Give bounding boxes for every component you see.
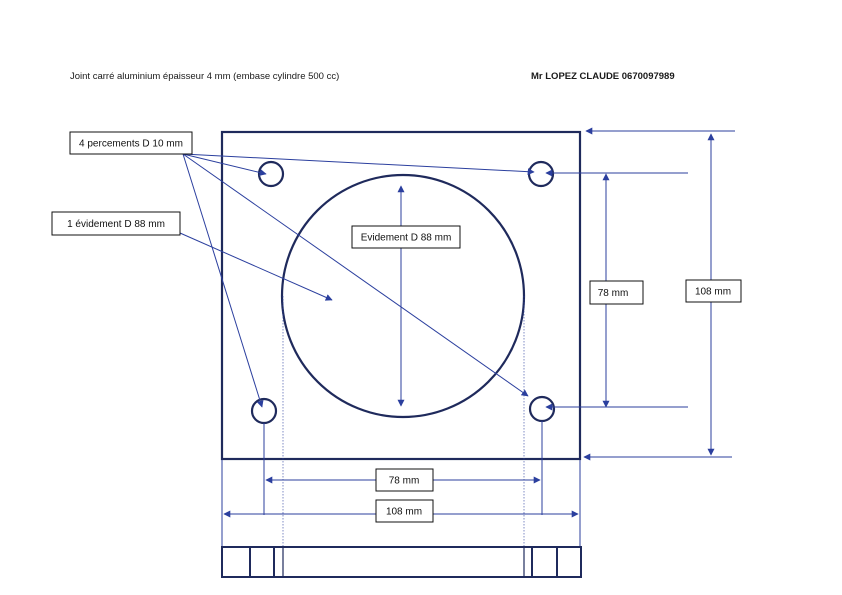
hole-bottom-left	[250, 397, 278, 425]
hole-top-right	[527, 160, 555, 188]
label-bore-box: Evidement D 88 mm	[351, 225, 461, 249]
label-plate-height: 108 mm	[695, 287, 731, 298]
label-holes-box: 4 percements D 10 mm	[69, 131, 193, 155]
label-hole-spacing-v: 78 mm	[598, 288, 629, 299]
label-plate-width: 108 mm	[386, 507, 422, 518]
label-plate-width-box: 108 mm	[375, 499, 434, 523]
label-cutout: 1 évidement D 88 mm	[67, 219, 165, 230]
client-contact: Mr LOPEZ CLAUDE 0670097989	[531, 71, 675, 82]
hole-top-left	[257, 160, 285, 188]
side-view	[221, 546, 582, 578]
label-hole-spacing-v-box: 78 mm	[589, 280, 644, 305]
bottom-extension-lines	[221, 421, 581, 548]
label-cutout-box: 1 évidement D 88 mm	[51, 211, 181, 236]
leader-lines	[179, 153, 535, 408]
label-hole-spacing-h-box: 78 mm	[375, 468, 434, 492]
mounting-holes	[250, 160, 556, 425]
drawing-title: Joint carré aluminium épaisseur 4 mm (em…	[70, 71, 340, 82]
label-hole-spacing-h: 78 mm	[389, 476, 420, 487]
label-holes: 4 percements D 10 mm	[79, 139, 183, 150]
projection-lines	[282, 296, 525, 548]
gasket-plate	[220, 130, 582, 461]
label-bore: Evidement D 88 mm	[361, 233, 452, 244]
center-bore	[280, 173, 526, 419]
label-plate-height-box: 108 mm	[685, 279, 742, 303]
right-extension-lines	[545, 127, 735, 461]
hole-bottom-right	[528, 395, 556, 423]
